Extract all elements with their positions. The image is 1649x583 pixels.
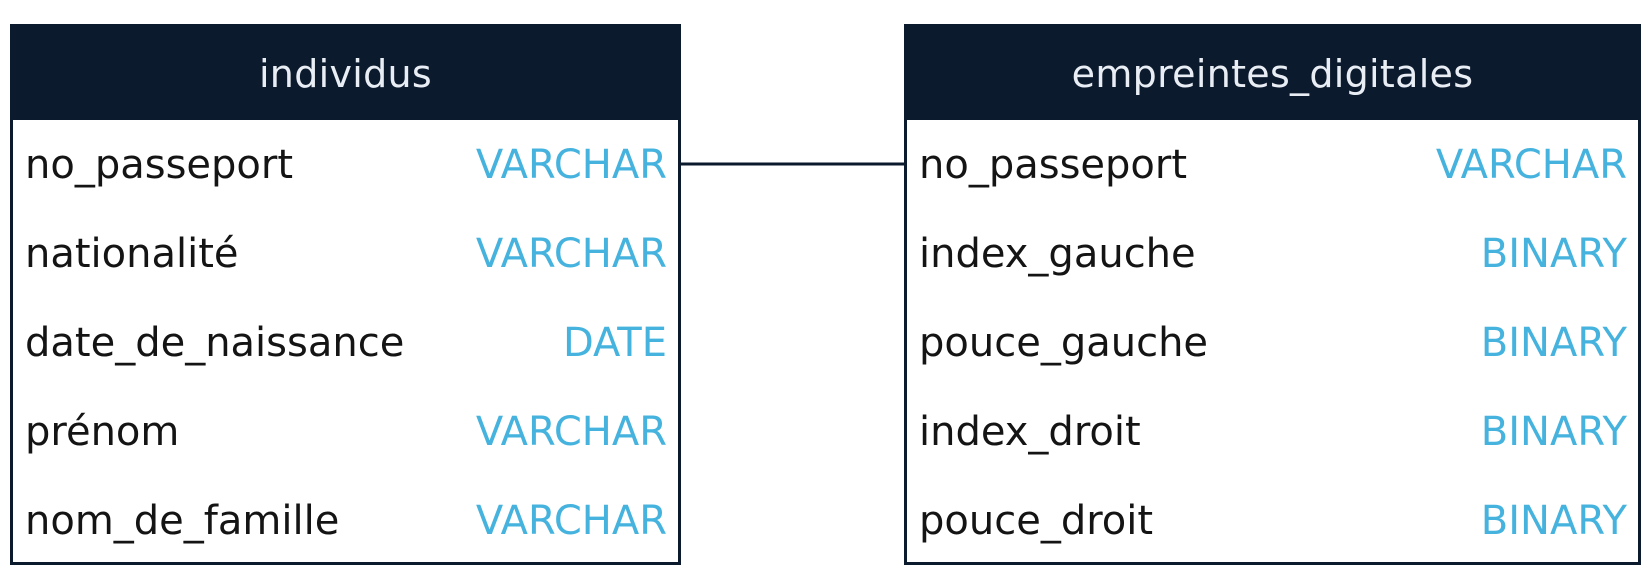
field-name: nationalité bbox=[25, 230, 239, 277]
field-name: date_de_naissance bbox=[25, 319, 405, 366]
field-type: BINARY bbox=[1480, 230, 1627, 277]
field-name: no_passeport bbox=[25, 141, 294, 188]
field-type: VARCHAR bbox=[475, 230, 667, 277]
field-type: DATE bbox=[562, 319, 667, 366]
field-list: no_passeport VARCHAR nationalité VARCHAR… bbox=[13, 120, 678, 565]
table-title: individus bbox=[13, 27, 678, 120]
field-name: pouce_droit bbox=[919, 497, 1154, 544]
table-title: empreintes_digitales bbox=[907, 27, 1638, 120]
field-name: nom_de_famille bbox=[25, 497, 340, 544]
table-individus[interactable]: individus no_passeport VARCHAR nationali… bbox=[10, 24, 681, 565]
field-type: BINARY bbox=[1480, 497, 1627, 544]
field-name: pouce_gauche bbox=[919, 319, 1209, 366]
field-row-nationalite[interactable]: nationalité VARCHAR bbox=[13, 209, 678, 298]
field-row-no-passeport[interactable]: no_passeport VARCHAR bbox=[907, 120, 1638, 209]
field-list: no_passeport VARCHAR index_gauche BINARY… bbox=[907, 120, 1638, 565]
field-name: index_gauche bbox=[919, 230, 1196, 277]
field-type: VARCHAR bbox=[475, 408, 667, 455]
field-name: no_passeport bbox=[919, 141, 1188, 188]
field-type: VARCHAR bbox=[475, 497, 667, 544]
field-row-date-de-naissance[interactable]: date_de_naissance DATE bbox=[13, 298, 678, 387]
field-name: prénom bbox=[25, 408, 180, 455]
field-type: VARCHAR bbox=[475, 141, 667, 188]
field-type: BINARY bbox=[1480, 408, 1627, 455]
field-row-pouce-gauche[interactable]: pouce_gauche BINARY bbox=[907, 298, 1638, 387]
field-row-nom-de-famille[interactable]: nom_de_famille VARCHAR bbox=[13, 476, 678, 565]
field-row-no-passeport[interactable]: no_passeport VARCHAR bbox=[13, 120, 678, 209]
field-type: BINARY bbox=[1480, 319, 1627, 366]
field-name: index_droit bbox=[919, 408, 1141, 455]
field-row-index-gauche[interactable]: index_gauche BINARY bbox=[907, 209, 1638, 298]
field-type: VARCHAR bbox=[1435, 141, 1627, 188]
field-row-prenom[interactable]: prénom VARCHAR bbox=[13, 387, 678, 476]
table-empreintes-digitales[interactable]: empreintes_digitales no_passeport VARCHA… bbox=[904, 24, 1641, 565]
field-row-index-droit[interactable]: index_droit BINARY bbox=[907, 387, 1638, 476]
field-row-pouce-droit[interactable]: pouce_droit BINARY bbox=[907, 476, 1638, 565]
